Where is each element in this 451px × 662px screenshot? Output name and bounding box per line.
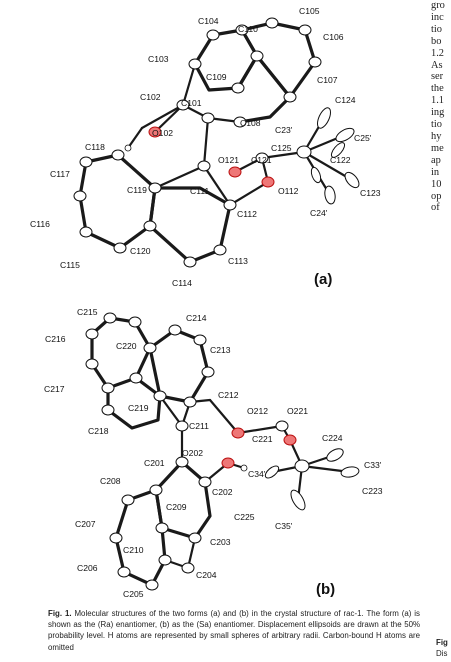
- atom-label: C215: [77, 307, 98, 317]
- column-line: 10: [431, 178, 442, 190]
- atom-label: C24': [310, 208, 328, 218]
- atom-label: C34': [248, 469, 266, 479]
- atom-label: C124: [335, 95, 356, 105]
- atom-label: O212: [247, 406, 268, 416]
- atom-label: C122: [330, 155, 351, 165]
- atom-label: C114: [172, 278, 192, 288]
- caption-label: Fig. 1.: [48, 609, 72, 618]
- atom-label: C205: [123, 589, 144, 599]
- atom-label: C213: [210, 345, 231, 355]
- atom-label: C35': [275, 521, 293, 531]
- atom-label: C106: [323, 32, 344, 42]
- adjacent-figure-caption: Fig Dis: [436, 637, 451, 659]
- atom-label: C212: [218, 390, 239, 400]
- caption-text: Molecular structures of the two forms (a…: [48, 609, 420, 652]
- atom-label: C33': [364, 460, 382, 470]
- atom-label: C217: [44, 384, 65, 394]
- atom-label: C115: [60, 260, 80, 270]
- atom-label: C25': [354, 133, 372, 143]
- column-line: As: [431, 59, 443, 71]
- atom-label: C220: [116, 341, 137, 351]
- atom-label: O121: [218, 155, 239, 165]
- atom-label: C209: [166, 502, 187, 512]
- atom-label: C120: [130, 246, 151, 256]
- atom-label: C202: [212, 487, 233, 497]
- atom-label: C219: [128, 403, 149, 413]
- atom-label: C216: [45, 334, 66, 344]
- molecular-structure-figure: C104 C105 C110 C106 C103 C109 C107 C102 …: [30, 6, 383, 599]
- column-line: hy: [431, 130, 442, 142]
- adjacent-caption-label: Fig: [436, 638, 448, 647]
- atom-label: C214: [186, 313, 207, 323]
- atom-label: C108: [240, 118, 261, 128]
- atom-label: C223: [362, 486, 383, 496]
- atom-label: C104: [198, 16, 219, 26]
- column-line: ing: [431, 107, 445, 119]
- atom-label: C224: [322, 433, 343, 443]
- column-line: op: [431, 190, 442, 202]
- column-line: ap: [431, 154, 441, 166]
- atom-label: C116: [30, 219, 50, 229]
- panel-a-structure: [73, 17, 360, 268]
- column-line: the: [431, 83, 444, 95]
- panel-b-structure: [85, 312, 360, 591]
- atom-label: C121: [251, 155, 272, 165]
- atom-label: C118: [85, 142, 105, 152]
- column-line: inc: [431, 11, 444, 23]
- column-line: gro: [431, 0, 445, 11]
- atom-label: O202: [182, 448, 203, 458]
- atom-label: C113: [228, 256, 248, 266]
- atom-label: C204: [196, 570, 217, 580]
- panel-a-label: (a): [314, 271, 332, 288]
- atom-label: C218: [88, 426, 109, 436]
- atom-label: C123: [360, 188, 381, 198]
- atom-label: C203: [210, 537, 231, 547]
- atom-label: C117: [50, 169, 70, 179]
- figure-caption: Fig. 1. Molecular structures of the two …: [48, 608, 420, 653]
- atom-label: C110: [238, 24, 258, 34]
- atom-label: C211: [189, 421, 209, 431]
- adjacent-caption-text: Dis: [436, 649, 448, 659]
- atom-label: C210: [123, 545, 144, 555]
- column-line: tio: [431, 119, 442, 131]
- column-line: 1.2: [431, 47, 444, 59]
- atom-label: C221: [252, 434, 273, 444]
- panel-b-atom-labels: C215 C214 C216 C220 C213 C217 C212 C219 …: [44, 307, 383, 599]
- panel-b-label: (b): [316, 581, 335, 598]
- atom-label: C109: [206, 72, 227, 82]
- column-line: 1.1: [431, 95, 444, 107]
- atom-label: C107: [317, 75, 338, 85]
- atom-label: C119: [127, 185, 147, 195]
- column-line: tio: [431, 23, 442, 35]
- adjacent-column-text: gro inc tio bo 1.2 As ser the 1.1 ing ti…: [431, 0, 451, 214]
- panel-a-atom-labels: C104 C105 C110 C106 C103 C109 C107 C102 …: [30, 6, 381, 288]
- atom-label: C201: [144, 458, 165, 468]
- atom-label: C225: [234, 512, 255, 522]
- column-line: of: [431, 202, 440, 214]
- atom-label: O102: [152, 128, 173, 138]
- atom-label: O221: [287, 406, 308, 416]
- column-line: ser: [431, 71, 444, 83]
- atom-label: C206: [77, 563, 98, 573]
- atom-label: C105: [299, 6, 320, 16]
- atom-label: C208: [100, 476, 121, 486]
- atom-label: C101: [181, 98, 202, 108]
- atom-label: C125: [271, 143, 292, 153]
- atom-label: C23': [275, 125, 293, 135]
- column-line: in: [431, 166, 440, 178]
- atom-label: C207: [75, 519, 96, 529]
- atom-label: C103: [148, 54, 169, 64]
- atom-label: O112: [278, 186, 299, 196]
- atom-label: C102: [140, 92, 161, 102]
- atom-label: C111: [190, 186, 209, 196]
- column-line: bo: [431, 35, 442, 47]
- column-line: me: [431, 142, 444, 154]
- atom-label: C112: [237, 209, 257, 219]
